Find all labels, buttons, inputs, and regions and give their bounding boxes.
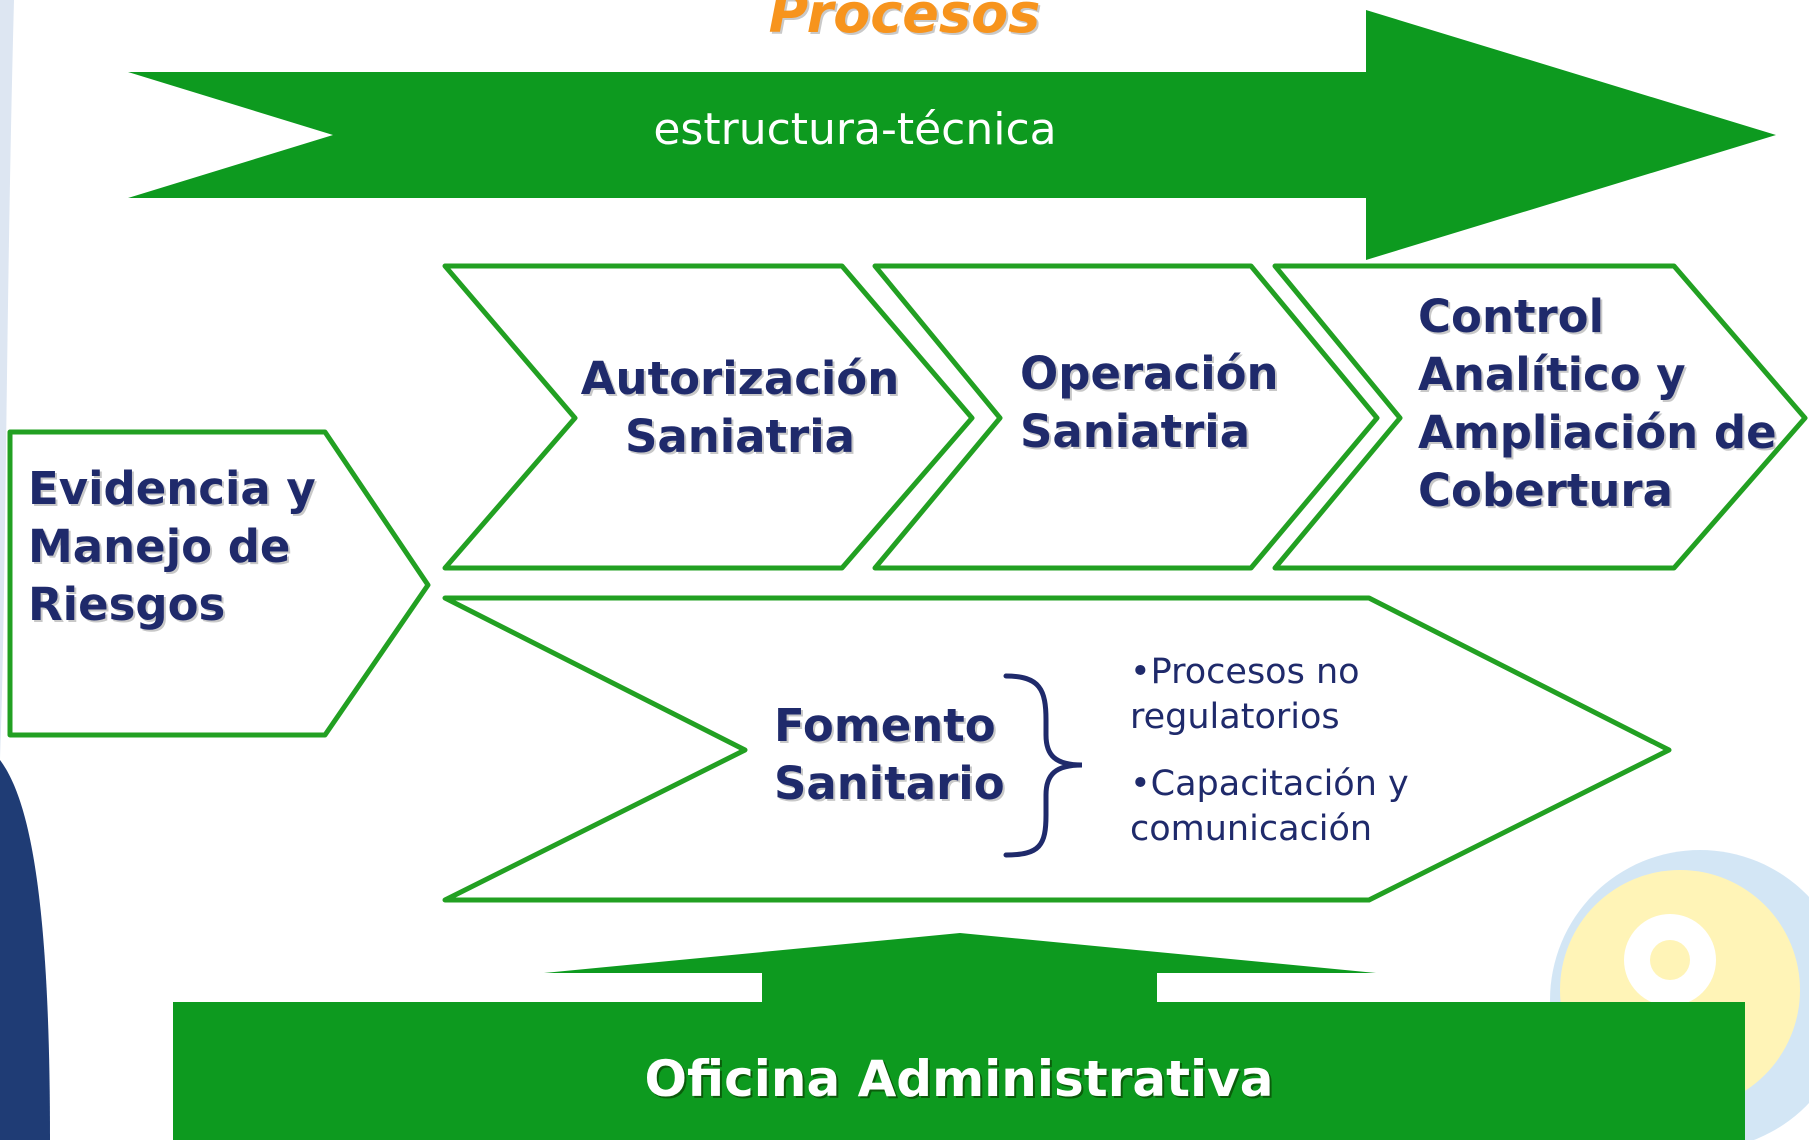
evidence-label: Evidencia y Manejo de Riesgos: [28, 462, 316, 631]
fomento-label: Fomento Sanitario: [774, 699, 1005, 810]
control-chevron: [1272, 263, 1808, 571]
autorizacion-chevron: [442, 263, 975, 571]
structure-arrow: [128, 10, 1776, 260]
control-label: Control Analítico y Ampliación de Cobert…: [1418, 290, 1777, 517]
page-title: Procesos: [768, 0, 1041, 45]
curly-brace-icon: [1003, 673, 1083, 858]
admin-office-label: Oficina Administrativa: [644, 1050, 1274, 1108]
autorizacion-label: Autorización Saniatria: [580, 352, 900, 463]
operacion-label: Operación Saniatria: [1020, 347, 1279, 458]
operacion-chevron: [872, 263, 1380, 571]
left-band-decoration: [0, 760, 50, 1140]
fomento-item: •Capacitación y comunicación: [1130, 764, 1409, 849]
fomento-item: •Procesos no regulatorios: [1130, 652, 1360, 737]
admin-arrow: [173, 933, 1745, 1140]
evidence-box: [7, 429, 431, 738]
fomento-chevron: [442, 595, 1672, 903]
structure-arrow-label: estructura-técnica: [653, 104, 1057, 155]
left-band-light-decoration: [0, 0, 14, 760]
